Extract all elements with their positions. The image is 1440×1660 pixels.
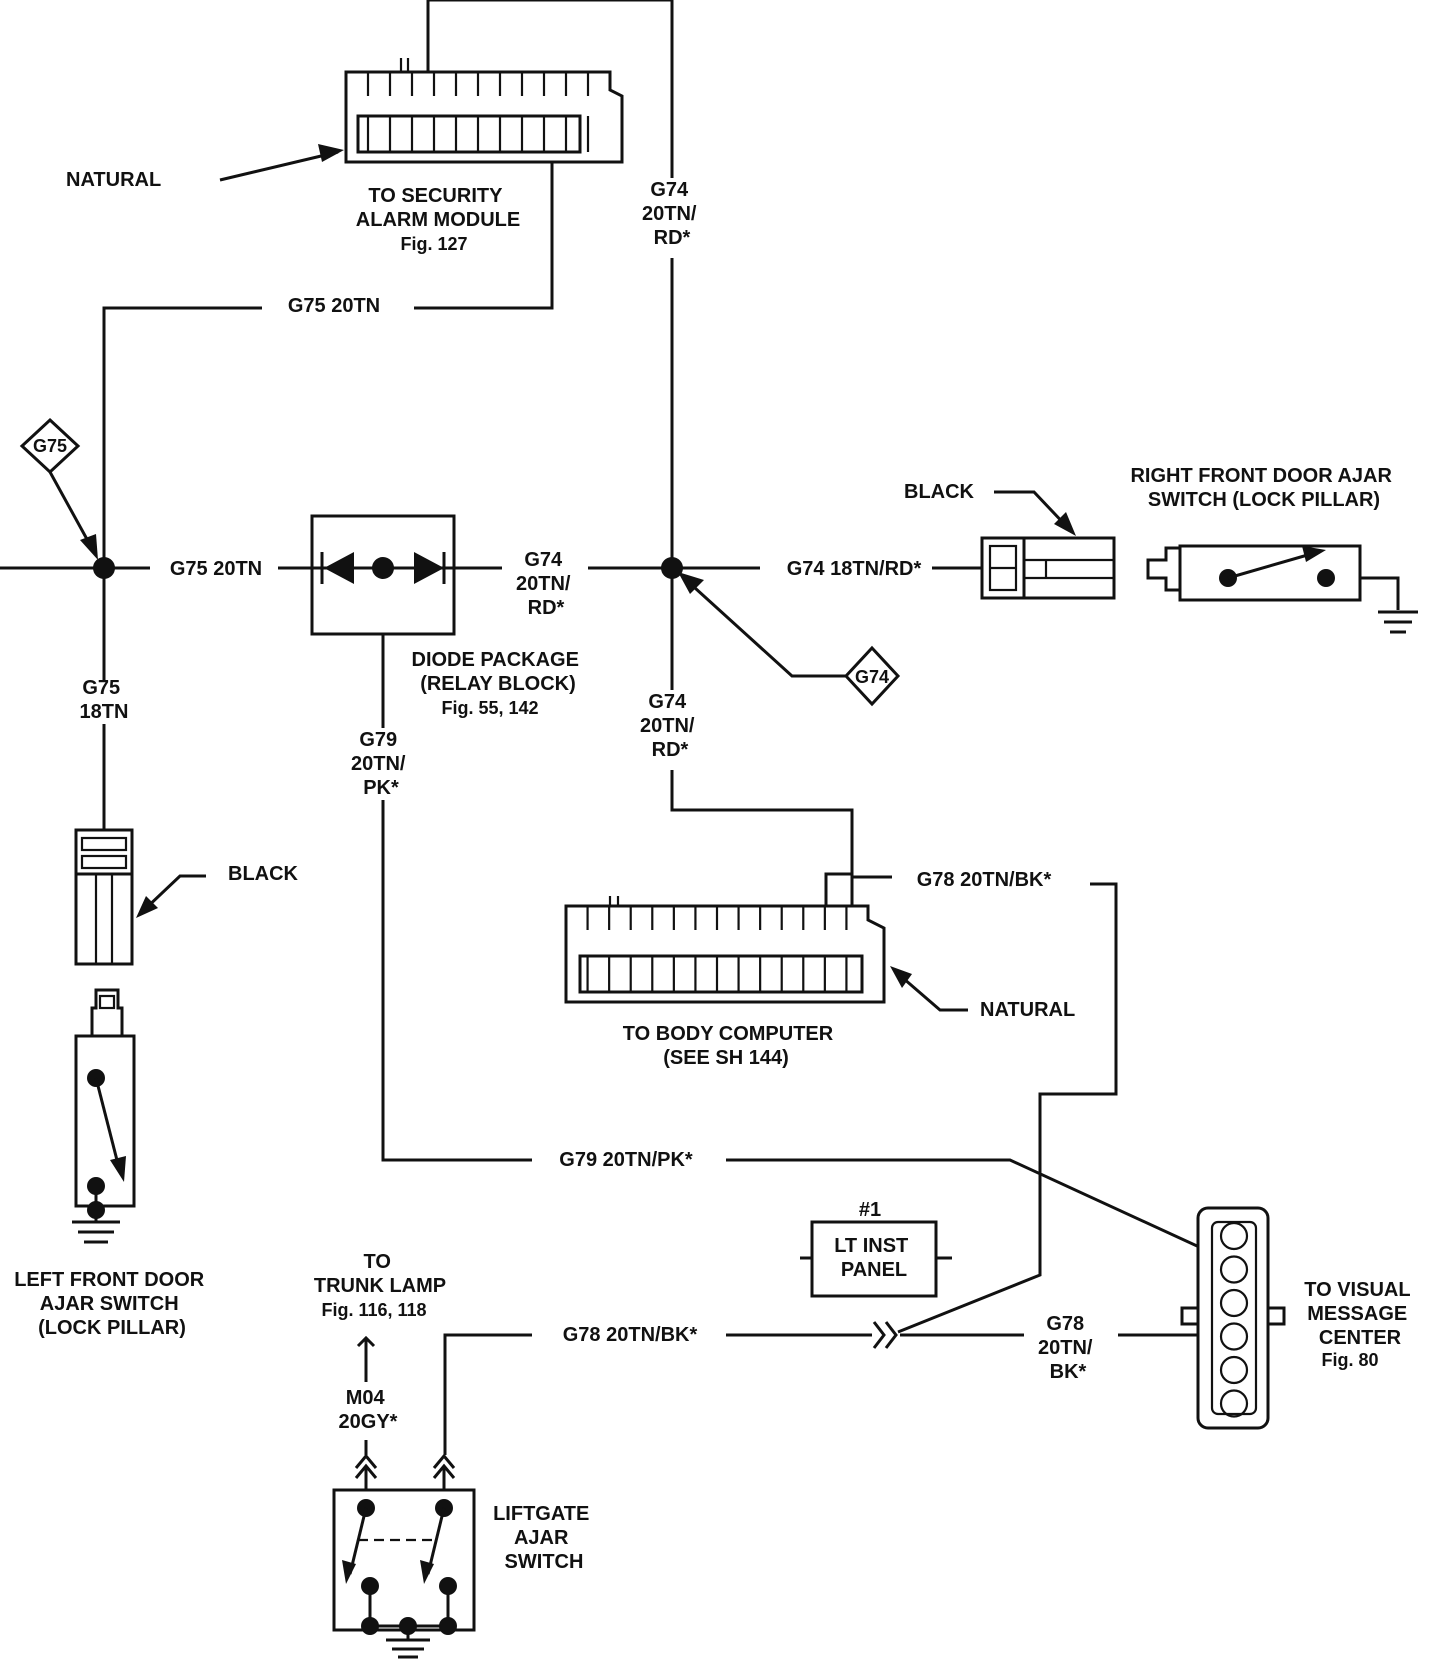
wire-g79-down-line2: 20TN/ [351,753,406,775]
wire-g74-down-line1: G74 [648,691,687,713]
svg-text:M04 20GY*: M04 20GY* [339,1387,398,1433]
vmc-title-line2: MESSAGE [1307,1303,1407,1325]
svg-text:G74 20TN/ RD*: G74 20TN/ RD* [642,179,702,249]
wire-g74-down-line3: RD* [652,739,689,761]
svg-text:G78 20TN/ BK*: G78 20TN/ BK* [1038,1313,1098,1383]
left-door-switch-title-line3: (LOCK PILLAR) [38,1317,186,1339]
wire-g75-top-label: G75 20TN [288,295,380,317]
wire-g78-right-line2: 20TN/ [1038,1337,1093,1359]
security-alarm-connector [344,58,624,164]
wire-g74-right-label: G74 18TN/RD* [787,558,922,580]
lt-inst-panel-title-line2: PANEL [841,1259,907,1281]
splice-g75-label: G75 [33,436,67,456]
vmc-title-line1: TO VISUAL [1304,1279,1410,1301]
wire-g79-horiz-label: G79 20TN/PK* [559,1149,693,1171]
svg-text:TO VISUAL MESSAGE CENT: TO VISUAL MESSAGE CENTER [1304,1279,1416,1349]
right-door-color-label: BLACK [904,481,975,503]
inline-connector-symbol [872,1321,898,1349]
lt-inst-panel-ref: #1 [859,1199,881,1221]
svg-text:RIGHT FRONT DOOR AJAR SWIT: RIGHT FRONT DOOR AJAR SWITCH (LOCK PILLA… [1130,465,1397,511]
security-alarm-title-line1: TO SECURITY [368,185,503,207]
wire-g78-bottom-label: G78 20TN/BK* [563,1324,698,1346]
security-alarm-color-arrow [219,144,344,182]
security-alarm-color-label: NATURAL [66,169,161,191]
wire-g74-top [426,0,674,690]
trunk-lamp-title-line1: TO [364,1251,391,1273]
right-door-color-arrow [994,490,1076,536]
wire-g74-top-line1: G74 [650,179,689,201]
liftgate-ajar-switch [332,1488,476,1659]
splice-g74-label: G74 [855,667,889,687]
liftgate-switch-title-line2: AJAR [514,1527,569,1549]
wire-g75-down-line2: 18TN [80,701,129,723]
wire-g79-down-line1: G79 [359,729,397,751]
wire-g75-top [102,162,554,680]
wire-g74-down [670,770,854,884]
svg-text:LT INST PANEL: LT INST PANEL [834,1235,914,1281]
left-door-connector [74,828,134,966]
liftgate-switch-title-line1: LIFTGATE [493,1503,589,1525]
svg-text:G75 18TN: G75 18TN [80,677,129,723]
lt-inst-panel [800,1220,952,1298]
wire-m04-line2: 20GY* [339,1411,398,1433]
left-door-switch-title-line1: LEFT FRONT DOOR [14,1269,205,1291]
wire-g74-top-line3: RD* [654,227,691,249]
body-computer-title: TO BODY COMPUTER [623,1023,834,1045]
right-door-switch [1146,544,1418,634]
diode-package-title-line2: (RELAY BLOCK) [420,673,576,695]
body-computer-color-arrow [890,966,968,1012]
wire-g74-mid-line3: RD* [528,597,565,619]
liftgate-switch-title-line3: SWITCH [505,1551,584,1573]
wire-m04 [356,1335,376,1455]
right-door-switch-title-line2: SWITCH (LOCK PILLAR) [1148,489,1380,511]
wire-g79-down-line3: PK* [363,777,399,799]
vmc-title-line3: CENTER [1319,1327,1402,1349]
svg-text:LIFTGATE AJAR SWITCH: LIFTGATE AJAR SWITCH [493,1503,595,1573]
right-door-connector [980,536,1116,600]
left-door-switch [72,988,136,1244]
svg-text:LEFT FRONT DOOR AJAR SWITC: LEFT FRONT DOOR AJAR SWITCH (LOCK PILLAR… [14,1269,210,1339]
vmc-fig: Fig. 80 [1321,1350,1378,1370]
body-computer-sheet: (SEE SH 144) [663,1047,789,1069]
security-alarm-title-line2: ALARM MODULE [356,209,520,231]
svg-text:G79 20TN/ PK*: G79 20TN/ PK* [351,729,411,799]
wire-g74-mid-line2: 20TN/ [516,573,571,595]
visual-message-center-connector [1180,1206,1286,1430]
diode-package-fig: Fig. 55, 142 [441,698,538,718]
lt-inst-panel-title-line1: LT INST [834,1235,908,1257]
wire-g78-top-label: G78 20TN/BK* [917,869,1052,891]
splice-g74 [661,557,901,707]
svg-text:G74 20TN/ RD*: G74 20TN/ RD* [516,549,576,619]
svg-text:TO TRUNK LAMP: TO TRUNK LAMP [314,1251,446,1297]
trunk-lamp-fig: Fig. 116, 118 [321,1300,426,1320]
wire-m04-line1: M04 [346,1387,386,1409]
wire-g75-mid-label: G75 20TN [170,558,262,580]
wire-g74-mid-line1: G74 [524,549,563,571]
svg-text:TO SECURITY ALARM MODULE: TO SECURITY ALARM MODULE [356,185,520,231]
left-door-color-label: BLACK [228,863,299,885]
diode-package-title-line1: DIODE PACKAGE [412,649,579,671]
right-door-switch-title-line1: RIGHT FRONT DOOR AJAR [1130,465,1392,487]
body-computer-connector [564,872,886,1004]
wire-g75-down-line1: G75 [82,677,120,699]
svg-text:G74 20TN/ RD*: G74 20TN/ RD* [640,691,700,761]
wire-g78-right-line3: BK* [1050,1361,1087,1383]
diode-package [310,514,456,636]
wire-g78-right-line1: G78 [1046,1313,1084,1335]
security-alarm-fig: Fig. 127 [400,234,467,254]
splice-g75 [19,417,115,579]
left-door-switch-title-line2: AJAR SWITCH [40,1293,179,1315]
left-door-color-arrow [136,874,206,918]
wire-g74-top-line2: 20TN/ [642,203,697,225]
svg-text:DIODE PACKAGE (RELAY BLOCK: DIODE PACKAGE (RELAY BLOCK) [412,649,585,695]
wire-g74-down-line2: 20TN/ [640,715,695,737]
body-computer-color-label: NATURAL [980,999,1075,1021]
trunk-lamp-title-line2: TRUNK LAMP [314,1275,446,1297]
